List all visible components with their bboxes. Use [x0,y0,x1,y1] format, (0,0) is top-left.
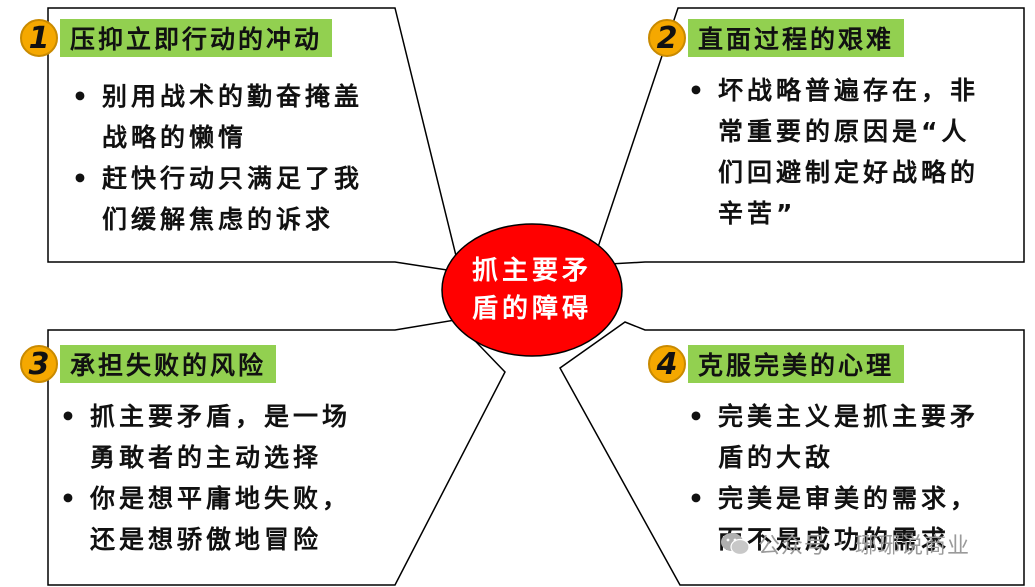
quadrant-2-bullet-1: • 坏战略普遍存在，非 常重要的原因是“人 们回避制定好战略的 辛苦” [688,70,979,234]
bullet-line: 们缓解焦虑的诉求 [102,205,335,234]
quadrant-3-header: 3 承担失败的风险 [20,344,277,384]
quadrant-4-bullet-1: • 完美主义是抓主要矛 盾的大敌 [688,396,979,478]
badge-2: 2 [648,19,686,57]
bullet-line: 战略的懒惰 [102,123,248,152]
quadrant-4-header: 4 克服完美的心理 [648,344,905,384]
bullet-dot: • [60,484,80,513]
bullet-line: 完美主义是抓主要矛 [718,402,980,431]
bullet-line: 们回避制定好战略的 [718,158,980,187]
bullet-line: 坏战略普遍存在，非 [718,76,980,105]
quadrant-1-bullet-2: • 赶快行动只满足了我 们缓解焦虑的诉求 [72,158,363,240]
quadrant-4-title: 克服完美的心理 [688,345,905,383]
quadrant-1-title: 压抑立即行动的冲动 [60,19,333,57]
panel-4-outline [559,321,1025,586]
bullet-line: 盾的大敌 [718,443,835,472]
quadrant-4-bullet-2: • 完美是审美的需求， 而不是成功的需求 [688,478,979,560]
panel-1-outline [47,7,461,273]
center-line-2: 盾的障碍 [471,294,592,324]
bullet-dot: • [60,402,80,431]
quadrant-1-body: • 别用战术的勤奋掩盖 战略的懒惰 • 赶快行动只满足了我 们缓解焦虑的诉求 [72,76,363,240]
badge-1: 1 [20,19,58,57]
badge-3: 3 [20,345,58,383]
bullet-line: 常重要的原因是“人 [718,117,971,146]
bullet-dot: • [688,484,708,513]
center-label: 抓主要矛 盾的障碍 [447,248,617,332]
quadrant-1-bullet-1: • 别用战术的勤奋掩盖 战略的懒惰 [72,76,363,158]
panel-3-outline [47,319,506,586]
watermark-name: 琊琊说商业 [855,534,971,559]
bullet-dot: • [72,82,92,111]
bullet-dot: • [72,164,92,193]
watermark-source: 公众号 [758,534,828,559]
quadrant-2-header: 2 直面过程的艰难 [648,18,905,58]
center-line-1: 抓主要矛 [471,256,592,286]
quadrant-4-body: • 完美主义是抓主要矛 盾的大敌 • 完美是审美的需求， 而不是成功的需求 [688,396,979,560]
quadrant-3-bullet-1: • 抓主要矛盾，是一场 勇敢者的主动选择 [60,396,351,478]
watermark: 公众号 · 琊琊说商业 [720,528,970,560]
bullet-line: 勇敢者的主动选择 [90,443,323,472]
quadrant-3-body: • 抓主要矛盾，是一场 勇敢者的主动选择 • 你是想平庸地失败， 还是想骄傲地冒… [60,396,351,560]
bullet-line: 你是想平庸地失败， [90,484,352,513]
quadrant-1-header: 1 压抑立即行动的冲动 [20,18,333,58]
watermark-separator: · [837,531,846,557]
bullet-line: 还是想骄傲地冒险 [90,525,323,554]
badge-4: 4 [648,345,686,383]
panel-2-outline [590,7,1025,266]
quadrant-2-body: • 坏战略普遍存在，非 常重要的原因是“人 们回避制定好战略的 辛苦” [688,70,979,234]
center-node [441,223,623,357]
quadrant-3-title: 承担失败的风险 [60,345,277,383]
bullet-dot: • [688,402,708,431]
bullet-line: 别用战术的勤奋掩盖 [102,82,364,111]
quadrant-2-title: 直面过程的艰难 [688,19,905,57]
wechat-icon [721,533,750,556]
bullet-line: 赶快行动只满足了我 [102,164,364,193]
quadrant-3-bullet-2: • 你是想平庸地失败， 还是想骄傲地冒险 [60,478,351,560]
bullet-line: 完美是审美的需求， [718,484,980,513]
bullet-line: 辛苦” [718,199,797,228]
bullet-line: 而不是成功的需求 [718,525,951,554]
bullet-dot: • [688,76,708,105]
bullet-line: 抓主要矛盾，是一场 [90,402,352,431]
